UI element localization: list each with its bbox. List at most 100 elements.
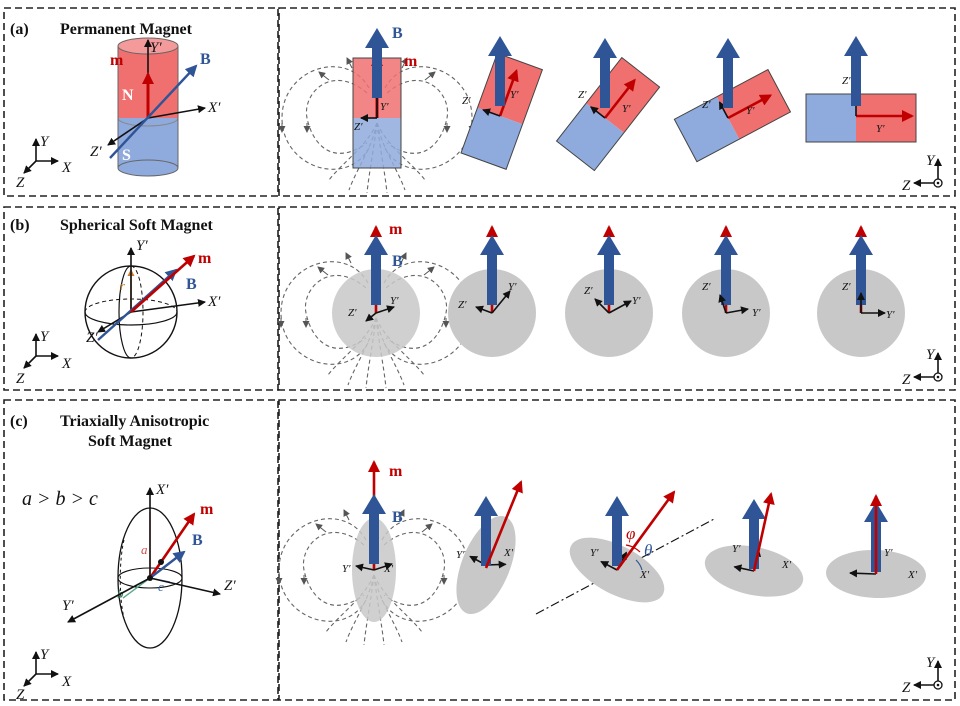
b-label-c: B xyxy=(192,532,203,549)
lab-y-label-c-right: Y xyxy=(926,655,936,671)
lab-y-label-c: Y xyxy=(40,647,50,663)
lab-z-label-b-right: Z xyxy=(902,372,911,388)
radius-label: r xyxy=(120,278,126,293)
panel-c-title-line1: Triaxially Anisotropic xyxy=(60,413,209,430)
panel-a-left-box xyxy=(3,7,279,197)
soft-sphere-zprime-1: Z′ xyxy=(348,307,357,319)
pm-yprime-label-2: Y′ xyxy=(510,89,519,101)
b-arrow-a xyxy=(109,64,198,159)
pm-zprime-label-3: Z′ xyxy=(578,89,587,101)
m-arrow-c xyxy=(148,512,196,579)
b-label-b: B xyxy=(186,276,197,293)
axis-yprime-c xyxy=(67,577,151,623)
aniso-xprime-4: X′ xyxy=(781,559,792,571)
pm-b-label-1: B xyxy=(392,25,403,42)
pm-state-4 xyxy=(673,68,792,163)
lab-y-label-a: Y xyxy=(40,134,50,150)
soft-sphere-zprime-2: Z′ xyxy=(458,299,467,311)
soft-sphere-state-4 xyxy=(682,225,770,357)
theta-arc xyxy=(635,559,643,571)
zprime-label-c: Z′ xyxy=(224,578,236,594)
soft-sphere-b-label-1: B xyxy=(392,253,403,270)
pm-state-5 xyxy=(805,91,917,143)
pm-zprime-label-4: Z′ xyxy=(702,99,711,111)
pm-m-label-1: m xyxy=(404,53,418,70)
phi-arc xyxy=(625,544,641,553)
panel-a-title: Permanent Magnet xyxy=(60,21,193,38)
xprime-label-c: X′ xyxy=(155,482,169,498)
lab-y-label-b-right: Y xyxy=(926,347,936,363)
panel-c-title-line2: Soft Magnet xyxy=(88,433,173,450)
lab-z-label-a: Z xyxy=(16,175,25,191)
lab-z-label-c: Z xyxy=(16,687,25,703)
axis-xprime-b xyxy=(130,298,206,313)
b-arrow-c xyxy=(149,550,186,579)
m-label-c: m xyxy=(200,501,214,518)
lab-z-label-a-right: Z xyxy=(902,178,911,194)
lab-x-label-c: X xyxy=(61,674,72,690)
pm-yprime-label-4: Y′ xyxy=(746,105,755,117)
panel-b-left-box xyxy=(3,206,279,391)
aniso-m-arrow-2 xyxy=(484,480,523,569)
soft-sphere-zprime-5: Z′ xyxy=(842,281,851,293)
panel-a-tag: (a) xyxy=(10,21,29,38)
soft-sphere-yprime-5: Y′ xyxy=(886,309,895,321)
semi-a-label: a xyxy=(141,542,148,557)
yprime-label-c: Y′ xyxy=(62,598,74,614)
lab-z-label-c-right: Z xyxy=(902,680,911,696)
pm-zprime-label-2: Z′ xyxy=(462,95,471,107)
lab-x-label-a: X xyxy=(61,160,72,176)
aniso-xprime-1: X′ xyxy=(383,563,394,575)
soft-sphere-zprime-4: Z′ xyxy=(702,281,711,293)
yprime-label-b: Y′ xyxy=(136,238,148,254)
pm-zprime-label-1: Z′ xyxy=(354,121,363,133)
yprime-label-a: Y′ xyxy=(150,40,162,56)
aniso-m-arrow-3 xyxy=(615,490,676,571)
soft-sphere-yprime-1: Y′ xyxy=(390,295,399,307)
aniso-m-arrow-4 xyxy=(752,492,775,572)
zprime-label-a: Z′ xyxy=(90,144,102,160)
xprime-label-b: X′ xyxy=(207,294,221,310)
aniso-yprime-5: Y′ xyxy=(884,547,893,559)
pm-yprime-label-3: Y′ xyxy=(622,103,631,115)
semi-axis-b-line xyxy=(122,577,151,599)
soft-sphere-state-3 xyxy=(565,225,653,357)
aniso-xprime-3: X′ xyxy=(639,569,650,581)
panel-b-tag: (b) xyxy=(10,217,30,234)
m-arrow-b xyxy=(130,254,196,313)
soft-sphere-m-label-1: m xyxy=(389,221,403,238)
pm-yprime-label-5: Y′ xyxy=(876,123,885,135)
south-pole-label: S xyxy=(122,147,131,164)
pm-yprime-label-1: Y′ xyxy=(380,101,389,113)
m-label-b: m xyxy=(198,250,212,267)
panel-c-right-box xyxy=(278,399,956,701)
phi-label: φ xyxy=(626,524,635,543)
panel-a-right-box xyxy=(278,7,956,197)
aniso-yprime-2: Y′ xyxy=(456,549,465,561)
soft-sphere-state-2 xyxy=(448,225,536,357)
zprime-label-b: Z′ xyxy=(86,330,98,346)
soft-sphere-zprime-3: Z′ xyxy=(584,285,593,297)
aniso-state-1 xyxy=(279,460,469,645)
soft-sphere-state-5 xyxy=(817,225,905,357)
b-label-a: B xyxy=(200,51,211,68)
lab-y-label-b: Y xyxy=(40,329,50,345)
aniso-xprime-5: X′ xyxy=(907,569,918,581)
soft-sphere-yprime-3: Y′ xyxy=(632,295,641,307)
soft-sphere-state-1 xyxy=(281,225,471,388)
north-pole-label: N xyxy=(122,87,134,104)
aniso-yprime-1: Y′ xyxy=(342,563,351,575)
lab-y-label-a-right: Y xyxy=(926,153,936,169)
semi-c-label: c xyxy=(158,579,164,594)
panel-c-tag: (c) xyxy=(10,413,28,430)
theta-label: θ xyxy=(644,541,652,560)
aniso-xprime-2: X′ xyxy=(503,547,514,559)
pm-zprime-label-5: Z′ xyxy=(842,75,851,87)
axis-zprime-c xyxy=(149,577,221,597)
pm-state-2 xyxy=(460,52,544,170)
axis-xprime-a xyxy=(147,105,206,119)
panel-c-left-box xyxy=(3,399,279,701)
xprime-label-a: X′ xyxy=(207,100,221,116)
lab-x-label-b: X xyxy=(61,356,72,372)
